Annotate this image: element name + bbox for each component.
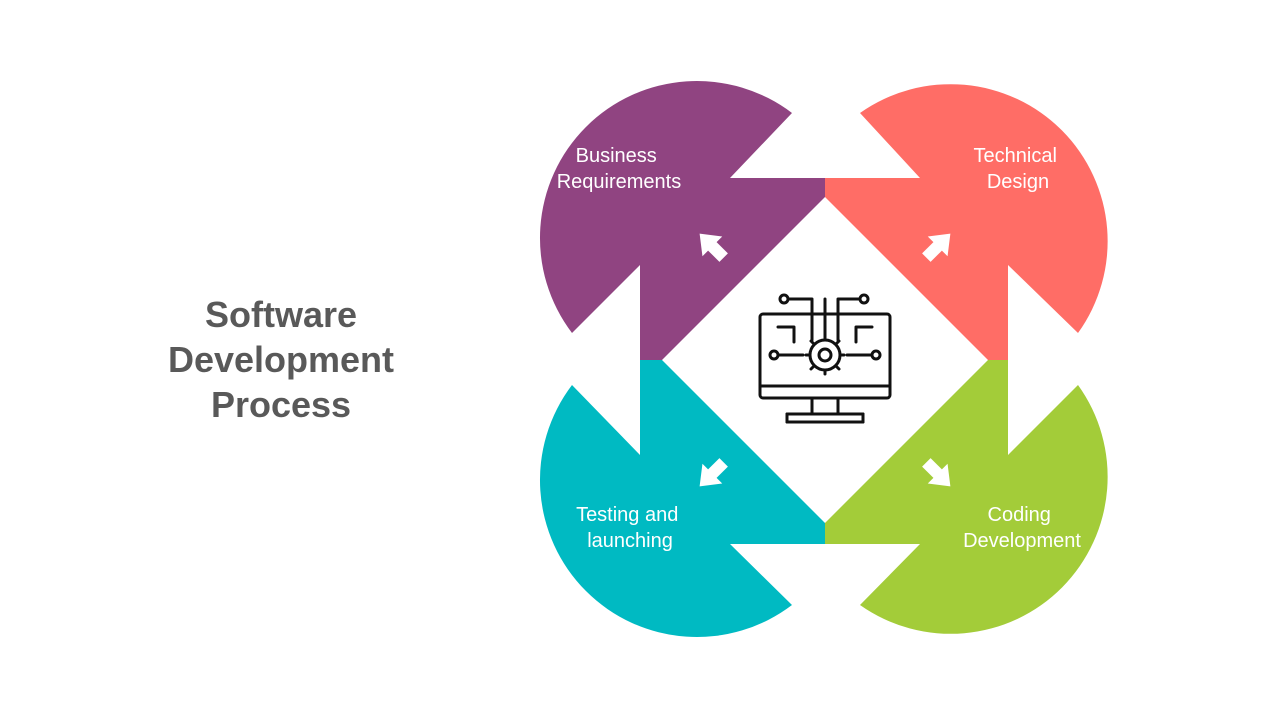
segment-testing-label: Testing and launching	[576, 504, 684, 552]
segment-coding-shape	[825, 360, 1108, 634]
segment-business-label: Business Requirements	[557, 145, 682, 193]
arrow-coding	[922, 458, 951, 487]
computer-gear-circuit-icon	[758, 293, 892, 424]
arrow-technical	[922, 233, 951, 262]
segment-business-requirements: Business Requirements	[539, 80, 825, 360]
segment-testing-launching: Testing and launching	[539, 360, 825, 638]
title-line-2: Development	[167, 339, 395, 380]
segment-technical-label: Technical Design	[974, 145, 1063, 193]
segment-technical-design: Technical Design	[825, 84, 1108, 360]
segment-technical-shape	[825, 84, 1108, 360]
page-title: Software Development Process	[120, 292, 442, 427]
segment-coding-development: Coding Development	[825, 360, 1108, 634]
segment-testing-shape	[539, 360, 825, 638]
title-line-1: Software	[204, 294, 358, 335]
arrow-business	[699, 233, 728, 262]
segment-coding-label: Coding Development	[963, 504, 1081, 552]
title-line-3: Process	[210, 384, 352, 425]
arrow-testing	[699, 458, 728, 487]
segment-business-shape	[539, 80, 825, 360]
